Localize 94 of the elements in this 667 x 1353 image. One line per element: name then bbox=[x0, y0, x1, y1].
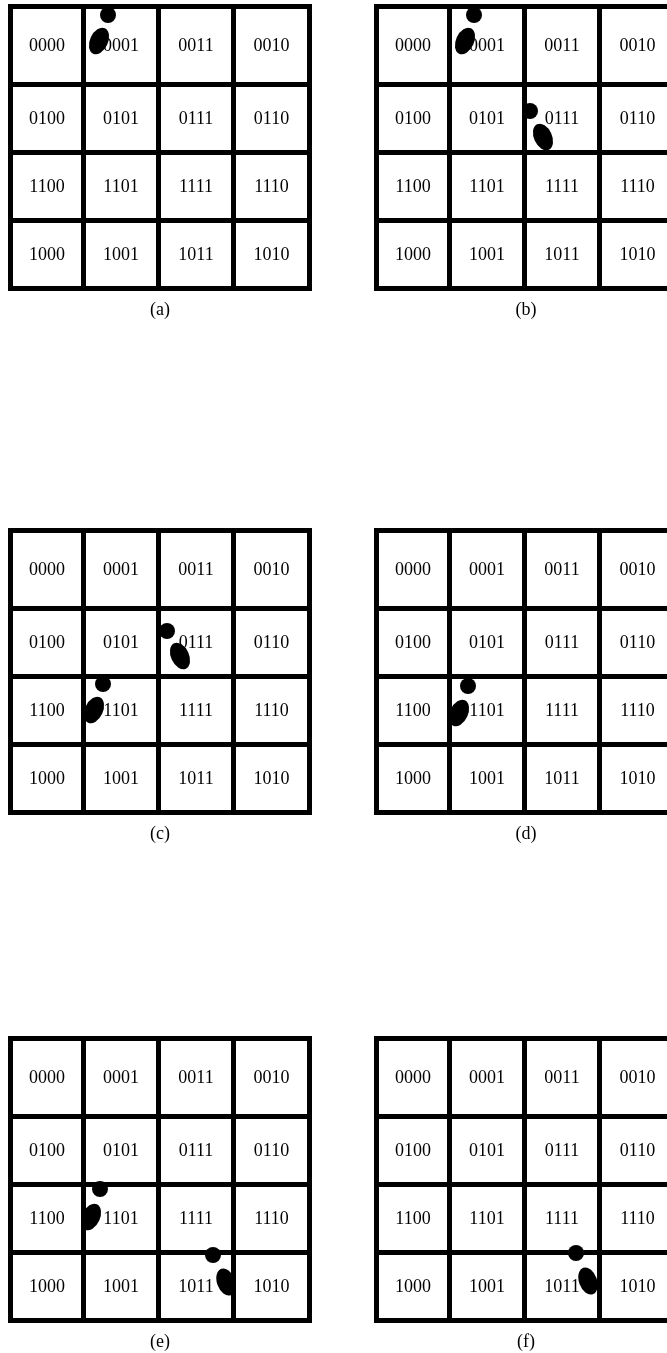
grid-cell: 0001 bbox=[86, 533, 156, 606]
grid-cell: 1100 bbox=[13, 1187, 81, 1250]
grid-cell: 1011 bbox=[527, 747, 597, 810]
grid-cell: 1000 bbox=[379, 223, 447, 286]
grid-cell: 1110 bbox=[602, 155, 667, 218]
grid-cell: 0110 bbox=[236, 611, 307, 674]
grid-cell: 1010 bbox=[602, 747, 667, 810]
grid-cell: 1000 bbox=[13, 747, 81, 810]
grid-cell: 0001 bbox=[452, 533, 522, 606]
grid-cell: 0111 bbox=[527, 611, 597, 674]
grid-cell: 0010 bbox=[236, 9, 307, 82]
grid-cell: 0000 bbox=[13, 533, 81, 606]
grid-cell: 0101 bbox=[452, 611, 522, 674]
grid-cell: 0110 bbox=[602, 1119, 667, 1182]
grid-cell: 0100 bbox=[379, 1119, 447, 1182]
grid-cell: 0110 bbox=[602, 611, 667, 674]
grid-cell: 1001 bbox=[86, 747, 156, 810]
grid-cell: 0010 bbox=[602, 1041, 667, 1114]
grid-cell: 0110 bbox=[236, 87, 307, 150]
grid-cell: 1101 bbox=[452, 155, 522, 218]
grid-cell: 1111 bbox=[527, 1187, 597, 1250]
grid-cell: 0010 bbox=[236, 1041, 307, 1114]
grid-cell: 0101 bbox=[452, 1119, 522, 1182]
grid-cell: 1010 bbox=[236, 1255, 307, 1318]
grid-cell: 1101 bbox=[86, 155, 156, 218]
grid-cell: 1111 bbox=[527, 155, 597, 218]
grid-cell: 1011 bbox=[161, 223, 231, 286]
grid-cell: 1110 bbox=[236, 679, 307, 742]
grid-cell: 1001 bbox=[452, 747, 522, 810]
panel-caption: (c) bbox=[150, 823, 170, 843]
grid-cell: 1111 bbox=[161, 1187, 231, 1250]
grid-cell: 0000 bbox=[379, 9, 447, 82]
grid-cell: 1110 bbox=[236, 155, 307, 218]
grid-cell: 0011 bbox=[527, 9, 597, 82]
grid-cell: 0010 bbox=[602, 533, 667, 606]
panel-caption: (e) bbox=[150, 1331, 170, 1351]
grid-cell: 1000 bbox=[379, 747, 447, 810]
grid-cell: 1110 bbox=[602, 679, 667, 742]
grid-cell: 0111 bbox=[161, 87, 231, 150]
grid-cell: 1000 bbox=[379, 1255, 447, 1318]
grid-cell: 1111 bbox=[161, 679, 231, 742]
grid-cell: 1111 bbox=[527, 679, 597, 742]
grid-cell: 1010 bbox=[602, 1255, 667, 1318]
grid-cell: 0110 bbox=[236, 1119, 307, 1182]
grid-cell: 0110 bbox=[602, 87, 667, 150]
grid-cell: 0101 bbox=[86, 611, 156, 674]
grid-cell: 1110 bbox=[602, 1187, 667, 1250]
grid-cell: 1100 bbox=[13, 155, 81, 218]
grid-cell: 0000 bbox=[13, 1041, 81, 1114]
grid-cell: 1000 bbox=[13, 1255, 81, 1318]
grid-cell: 0100 bbox=[13, 611, 81, 674]
grid-cell: 0011 bbox=[161, 533, 231, 606]
panel-caption: (a) bbox=[150, 299, 170, 319]
grid-cell: 0000 bbox=[379, 533, 447, 606]
grid-cell: 0101 bbox=[86, 1119, 156, 1182]
grid-cell: 1010 bbox=[236, 223, 307, 286]
grid-cell: 1100 bbox=[379, 1187, 447, 1250]
grid-cell: 0100 bbox=[13, 1119, 81, 1182]
grid-cell: 0100 bbox=[379, 87, 447, 150]
grid-cell: 1001 bbox=[86, 1255, 156, 1318]
grid-cell: 1001 bbox=[452, 1255, 522, 1318]
grid-cell: 1100 bbox=[13, 679, 81, 742]
grid-cell: 0011 bbox=[161, 9, 231, 82]
grid-cell: 0011 bbox=[161, 1041, 231, 1114]
grid-cell: 0010 bbox=[236, 533, 307, 606]
grid-cell: 1101 bbox=[452, 1187, 522, 1250]
grid-cell: 0111 bbox=[161, 1119, 231, 1182]
grid-cell: 0011 bbox=[527, 1041, 597, 1114]
grid-cell: 1011 bbox=[161, 747, 231, 810]
panel-caption: (d) bbox=[515, 823, 537, 843]
grid-cell: 1010 bbox=[602, 223, 667, 286]
grid-cell: 1011 bbox=[527, 223, 597, 286]
panel-caption: (b) bbox=[515, 299, 537, 319]
grid-cell: 0101 bbox=[452, 87, 522, 150]
grid-cell: 1000 bbox=[13, 223, 81, 286]
grid-cell: 1001 bbox=[86, 223, 156, 286]
grid-cell: 1110 bbox=[236, 1187, 307, 1250]
grid-cell: 0100 bbox=[379, 611, 447, 674]
grid-cell: 0111 bbox=[527, 1119, 597, 1182]
grid-cell: 1011 bbox=[161, 1255, 231, 1318]
grid-cell: 1010 bbox=[236, 747, 307, 810]
grid-cell: 0101 bbox=[86, 87, 156, 150]
grid-cell: 0000 bbox=[13, 9, 81, 82]
grid-cell: 1100 bbox=[379, 155, 447, 218]
grid-cell: 0001 bbox=[86, 1041, 156, 1114]
grid-cell: 1100 bbox=[379, 679, 447, 742]
grid-cell: 0010 bbox=[602, 9, 667, 82]
grid-cell: 0011 bbox=[527, 533, 597, 606]
panel-caption: (f) bbox=[517, 1331, 535, 1351]
grid-cell: 0000 bbox=[379, 1041, 447, 1114]
grid-cell: 1001 bbox=[452, 223, 522, 286]
grid-cell: 1111 bbox=[161, 155, 231, 218]
grid-cell: 0001 bbox=[452, 1041, 522, 1114]
grid-cell: 0100 bbox=[13, 87, 81, 150]
